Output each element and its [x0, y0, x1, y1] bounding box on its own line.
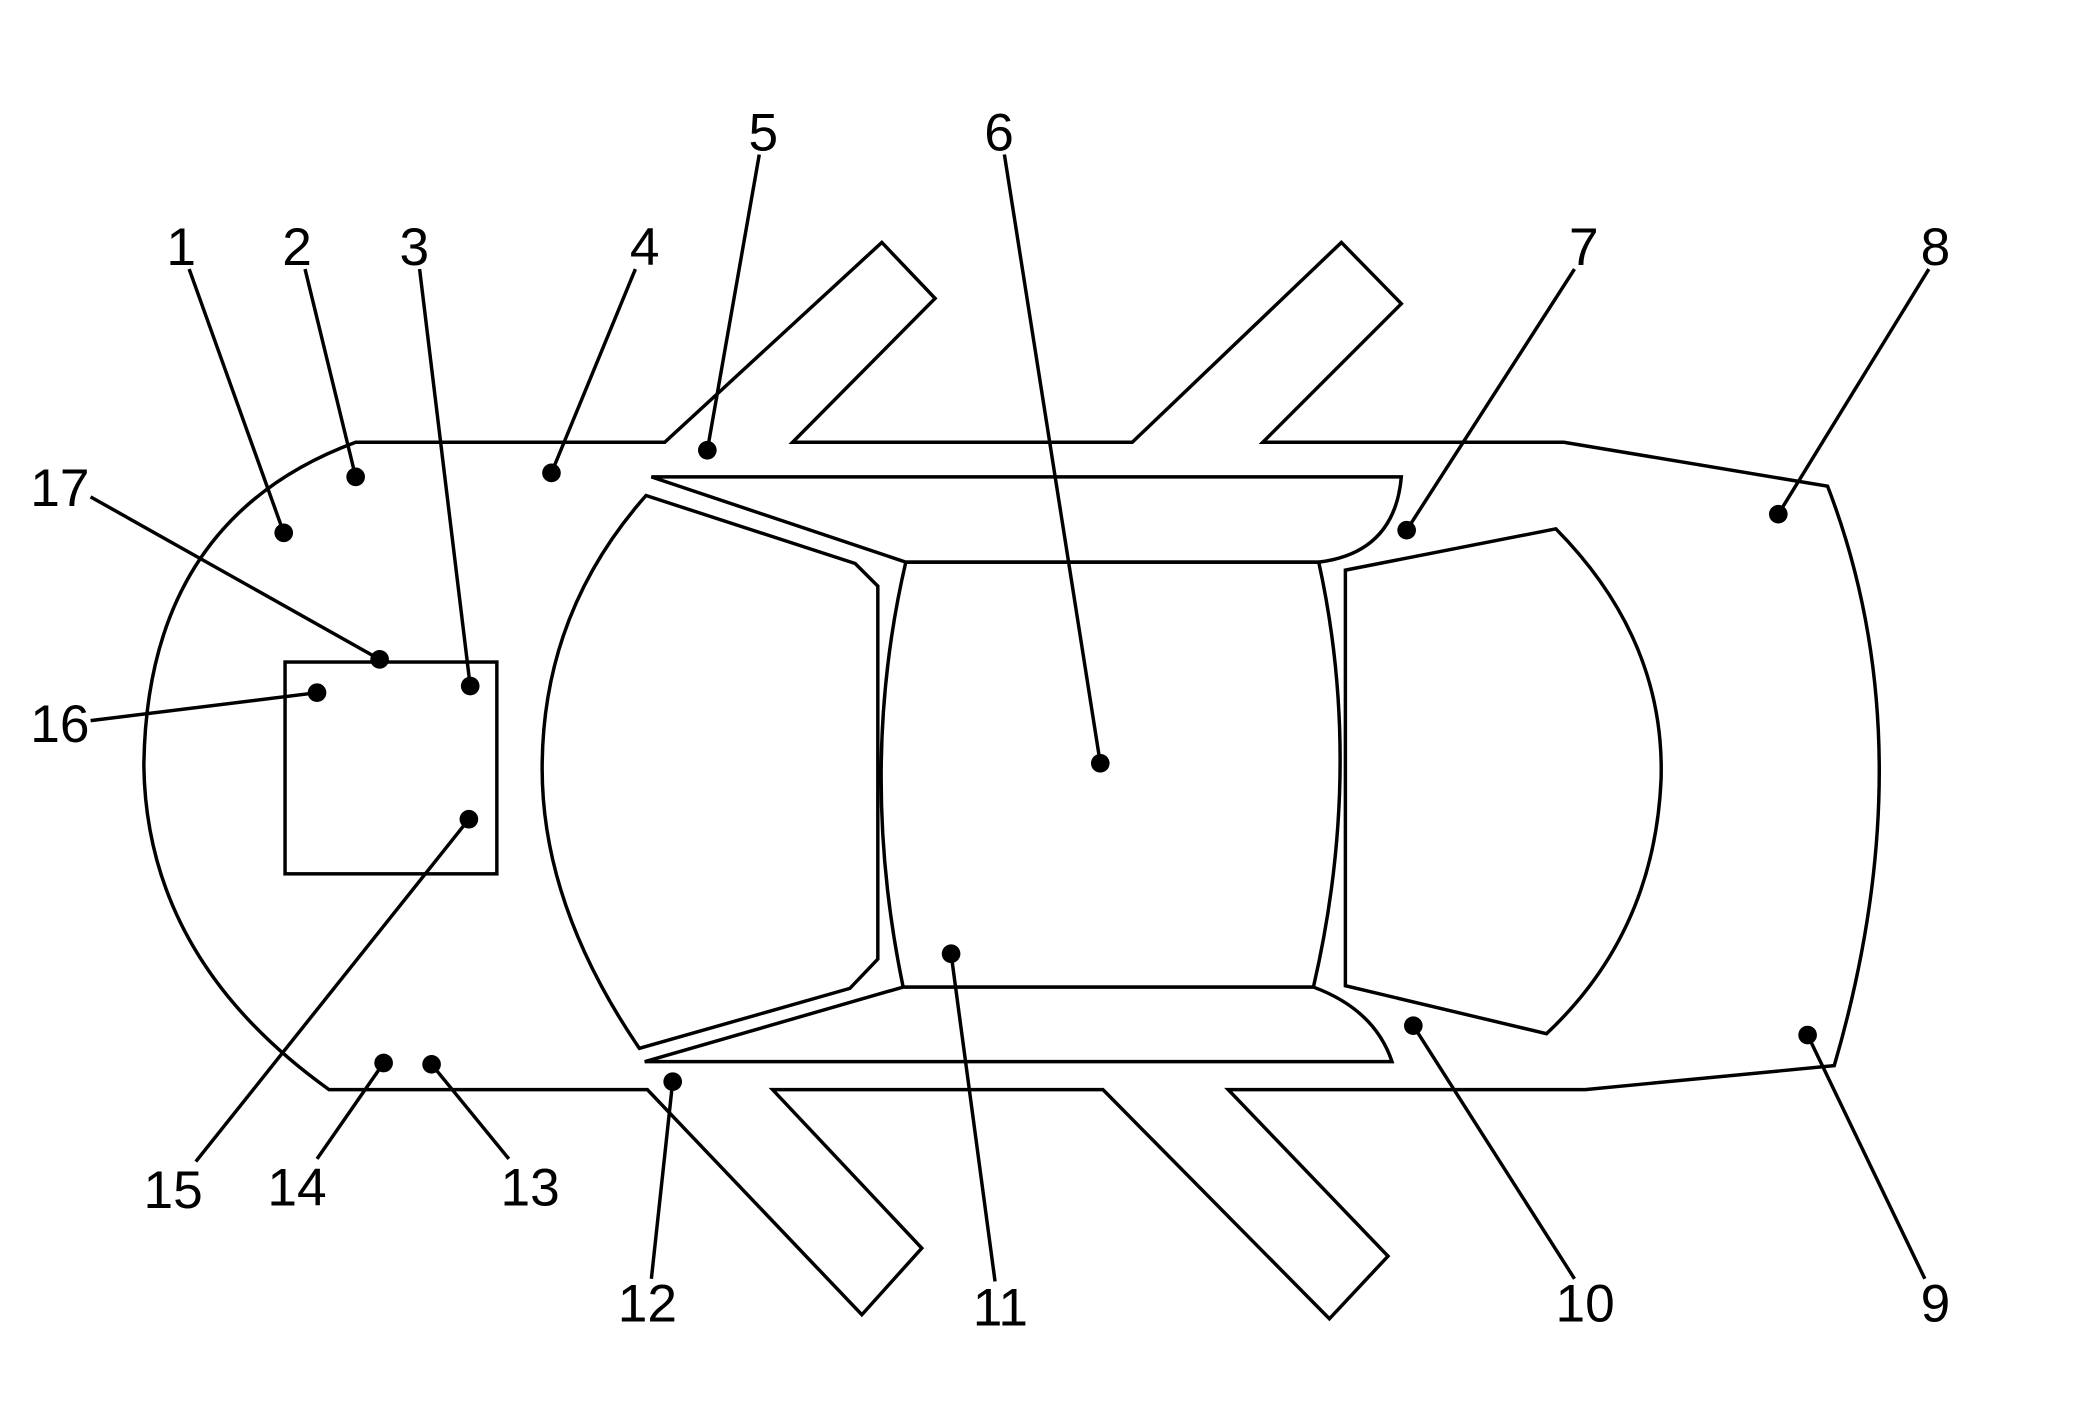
callout-9: 9 [1798, 1025, 1951, 1333]
engine-component-box [283, 660, 499, 876]
callout-label: 13 [501, 1159, 560, 1218]
callout-label: 5 [748, 104, 778, 163]
callout-label: 17 [30, 459, 89, 518]
callout-11: 11 [941, 944, 1028, 1337]
callout-label: 3 [399, 218, 429, 277]
callout-5: 5 [697, 104, 778, 460]
callout-label: 10 [1556, 1274, 1615, 1333]
callout-dot [460, 676, 480, 696]
callout-14: 14 [267, 1053, 393, 1218]
callout-dot [1768, 504, 1788, 524]
callout-12: 12 [618, 1072, 683, 1333]
cabin-outline [540, 475, 1663, 1064]
callout-dot [274, 523, 294, 543]
callout-dot [697, 440, 717, 460]
callout-dot [1397, 520, 1416, 540]
callout-7: 7 [1397, 218, 1599, 540]
callout-label: 16 [30, 695, 89, 754]
callout-label: 4 [630, 218, 660, 277]
callout-dot [1403, 1016, 1423, 1036]
callout-dot [370, 650, 389, 669]
callout-label: 8 [1921, 218, 1951, 277]
callout-label: 11 [973, 1278, 1028, 1337]
callout-label: 6 [984, 104, 1014, 163]
callout-label: 15 [144, 1161, 203, 1220]
callout-8: 8 [1768, 218, 1951, 524]
roof-panel [879, 560, 1342, 989]
callout-17: 17 [30, 459, 389, 669]
callout-13: 13 [422, 1054, 560, 1218]
callout-16: 16 [30, 683, 327, 754]
callout-10: 10 [1403, 1016, 1615, 1333]
callout-6: 6 [984, 104, 1110, 773]
callout-label: 1 [166, 218, 196, 277]
callout-dot [422, 1054, 441, 1074]
callout-2: 2 [282, 218, 365, 487]
body-shell [142, 240, 1881, 1322]
callout-dot [542, 463, 561, 483]
windshield [540, 493, 880, 1051]
callout-label: 12 [618, 1274, 677, 1333]
callout-dot [459, 809, 479, 829]
callout-4: 4 [542, 218, 660, 483]
callout-dot [663, 1072, 683, 1091]
callout-dot [374, 1053, 393, 1073]
rear-window [1343, 526, 1663, 1036]
callout-label: 2 [282, 218, 312, 277]
callout-dot [307, 683, 327, 702]
callout-dot [1090, 753, 1110, 773]
callout-dot [346, 467, 365, 487]
callout-3: 3 [399, 218, 480, 696]
callout-label: 9 [1921, 1274, 1951, 1333]
callout-15: 15 [144, 809, 479, 1220]
callout-label: 14 [267, 1159, 326, 1218]
left-trim-line [650, 475, 1404, 564]
callout-1: 1 [166, 218, 294, 543]
right-trim-line [644, 985, 1395, 1064]
component-box [283, 660, 499, 876]
vehicle-body-outline [142, 240, 1881, 1322]
callout-dot [941, 944, 961, 964]
callout-label: 7 [1569, 218, 1599, 277]
callout-dot [1798, 1025, 1817, 1045]
